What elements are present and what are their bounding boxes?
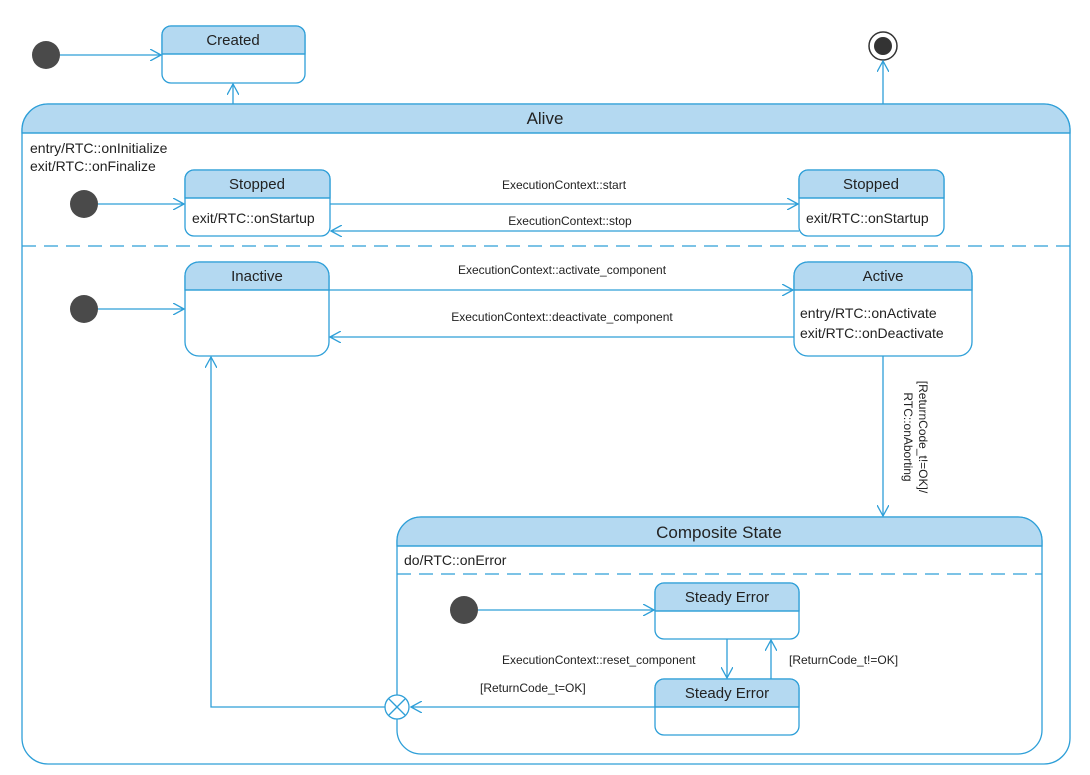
- state-alive-name: Alive: [527, 109, 564, 128]
- transition-deactivate-label: ExecutionContext::deactivate_component: [451, 310, 673, 324]
- state-steady-error-top-name: Steady Error: [685, 589, 769, 606]
- initial-node-top: [32, 41, 60, 69]
- state-active[interactable]: Active entry/RTC::onActivate exit/RTC::o…: [793, 261, 973, 357]
- state-inactive[interactable]: Inactive: [184, 261, 330, 357]
- state-created-name: Created: [206, 32, 259, 49]
- initial-node-inactive: [70, 295, 98, 323]
- stopped-right-exit-action: exit/RTC::onStartup: [806, 210, 929, 226]
- state-steady-error-top[interactable]: Steady Error: [654, 582, 800, 640]
- state-composite-name: Composite State: [656, 523, 782, 542]
- svg-text:RTC::onAborting: RTC::onAborting: [901, 392, 915, 481]
- initial-node-composite: [450, 596, 478, 624]
- active-entry-action: entry/RTC::onActivate: [800, 305, 937, 321]
- final-state: [868, 31, 898, 61]
- transition-ok-label: [ReturnCode_t=OK]: [480, 681, 586, 695]
- state-composite[interactable]: Composite State: [396, 516, 1043, 755]
- initial-node-stopped: [70, 190, 98, 218]
- transition-activate-label: ExecutionContext::activate_component: [458, 263, 667, 277]
- state-stopped-left-name: Stopped: [229, 176, 285, 193]
- stopped-left-exit-action: exit/RTC::onStartup: [192, 210, 315, 226]
- state-stopped-right[interactable]: Stopped exit/RTC::onStartup: [798, 169, 945, 237]
- state-stopped-left[interactable]: Stopped exit/RTC::onStartup: [184, 169, 331, 237]
- transition-aborting-label: [ReturnCode_t!=OK]/ RTC::onAborting: [901, 381, 930, 494]
- transition-reset-label: ExecutionContext::reset_component: [502, 653, 696, 667]
- alive-entry-action: entry/RTC::onInitialize: [30, 140, 168, 156]
- transition-start-label: ExecutionContext::start: [502, 178, 627, 192]
- state-steady-error-bottom-name: Steady Error: [685, 685, 769, 702]
- composite-do-action: do/RTC::onError: [404, 552, 507, 568]
- state-steady-error-bottom[interactable]: Steady Error: [654, 678, 800, 736]
- alive-exit-action: exit/RTC::onFinalize: [30, 158, 156, 174]
- transition-error-label: [ReturnCode_t!=OK]: [789, 653, 898, 667]
- active-exit-action: exit/RTC::onDeactivate: [800, 325, 944, 341]
- state-active-name: Active: [863, 268, 904, 285]
- state-stopped-right-name: Stopped: [843, 176, 899, 193]
- transition-exit-to-inactive: [211, 357, 385, 708]
- transition-stop-label: ExecutionContext::stop: [508, 214, 632, 228]
- svg-text:[ReturnCode_t!=OK]/: [ReturnCode_t!=OK]/: [916, 381, 930, 494]
- state-inactive-name: Inactive: [231, 268, 283, 285]
- state-created[interactable]: Created: [161, 25, 306, 84]
- exit-point: [384, 694, 410, 720]
